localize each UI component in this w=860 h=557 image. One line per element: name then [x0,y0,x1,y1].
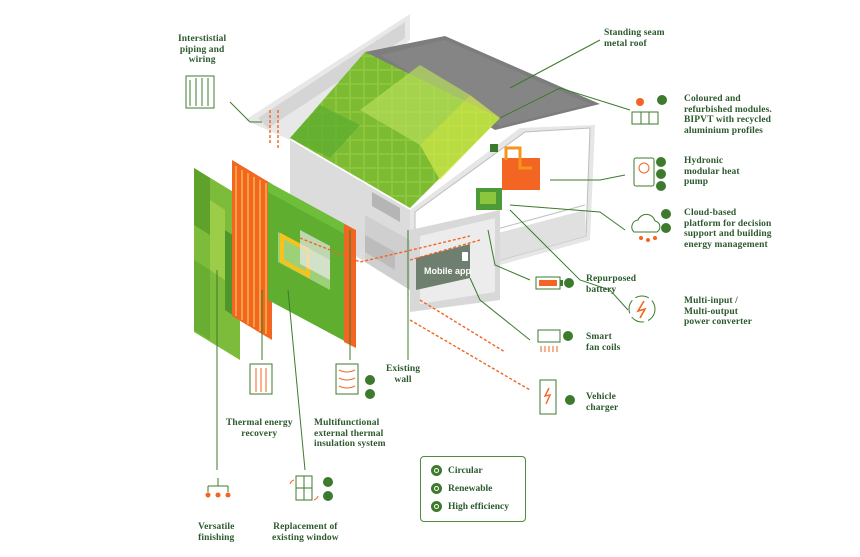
leader-lines [216,39,631,471]
pipes [269,110,531,391]
thermal-recovery-icon [249,363,273,395]
piping-icon [185,75,215,109]
fan-coil-icon [537,329,573,352]
battery-icon [535,276,574,290]
finishing-icon [205,478,231,498]
house [245,14,600,312]
legend-renewable: Renewable [431,483,492,494]
label-battery: Repurposed battery [586,274,637,295]
legend: Circular Renewable High efficiency [420,456,526,522]
label-charger: Vehicle charger [586,392,619,413]
label-insulation: Multifunctional external thermal insulat… [314,418,386,449]
label-heatpump: Hydronic modular heat pump [684,156,740,187]
label-cloud: Cloud-based platform for decision suppor… [684,208,772,250]
heat-pump-icon [633,157,666,191]
label-roof: Standing seam metal roof [604,28,665,49]
icons [185,75,671,501]
label-finishing: Versatile finishing [198,522,235,543]
legend-circular: Circular [431,465,483,476]
vehicle-charger-icon [539,379,575,415]
circular-icon [431,465,442,476]
label-window: Replacement of existing window [272,522,339,543]
solar-module-icon [631,95,667,125]
label-modules: Coloured and refurbished modules. BIPVT … [684,94,772,136]
insulation-icon [335,363,375,399]
label-converter: Multi-input / Multi-output power convert… [684,296,753,327]
label-wall: Existing wall [386,364,421,385]
window-icon [289,475,333,501]
renewable-icon [431,483,442,494]
efficiency-icon [431,501,442,512]
cloud-icon [631,209,671,242]
legend-efficiency: High efficiency [431,501,509,512]
label-piping: Interstistial piping and wiring [178,34,227,65]
mobile-app-label: Mobile app [424,266,471,276]
label-fancoils: Smart fan coils [586,332,621,353]
power-converter-icon [628,295,656,323]
label-thermal-recovery: Thermal energy recovery [226,418,293,439]
